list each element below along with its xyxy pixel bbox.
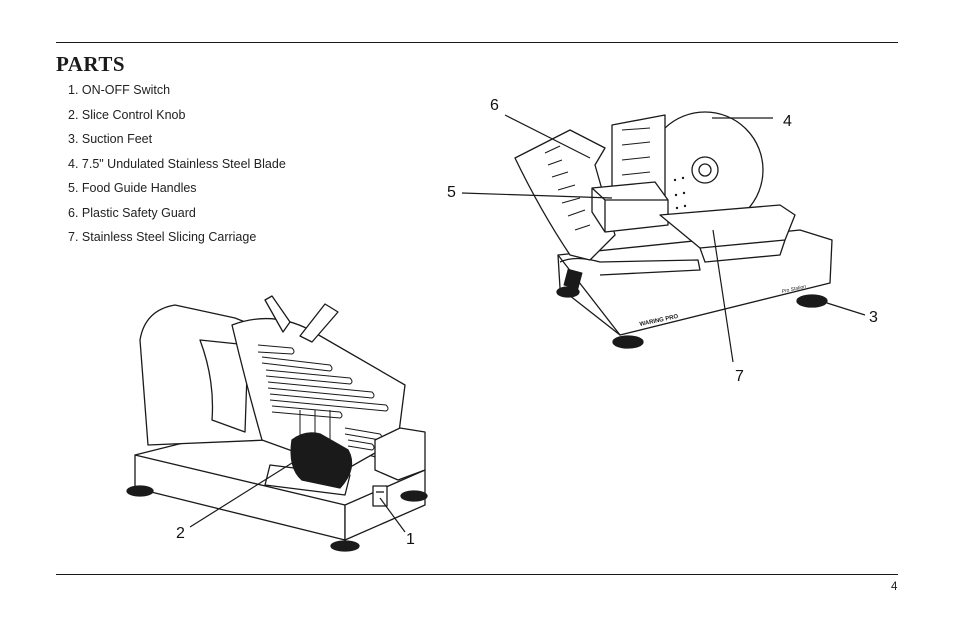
callout-5: 5 [447,184,456,201]
callout-6: 6 [490,97,499,114]
list-item: 2. Slice Control Knob [68,107,186,122]
page-title: PARTS [56,52,126,76]
on-off-switch-icon [372,485,388,507]
top-rule [56,42,898,43]
callout-4: 4 [783,113,792,130]
bottom-rule [56,574,898,575]
callout-1: 1 [406,531,415,548]
list-item: 1. ON-OFF Switch [68,83,171,97]
list-item: 4. 7.5" Undulated Stainless Steel Blade [68,156,286,171]
page-number: 4 [891,581,898,593]
slicer-front-view: WARING PRO Pro Station [461,111,866,363]
list-item: 6. Plastic Safety Guard [68,205,196,220]
list-item: 5. Food Guide Handles [68,181,197,195]
parts-list: 1. ON-OFF Switch 2. Slice Control Knob 3… [68,82,286,254]
callout-2: 2 [176,525,185,542]
callout-7: 7 [735,368,744,385]
list-item: 3. Suction Feet [68,132,153,146]
slicer-rear-view [126,295,428,552]
brand-logo: Pro Station [781,284,807,295]
callout-3: 3 [869,309,878,326]
list-item: 7. Stainless Steel Slicing Carriage [68,230,257,244]
